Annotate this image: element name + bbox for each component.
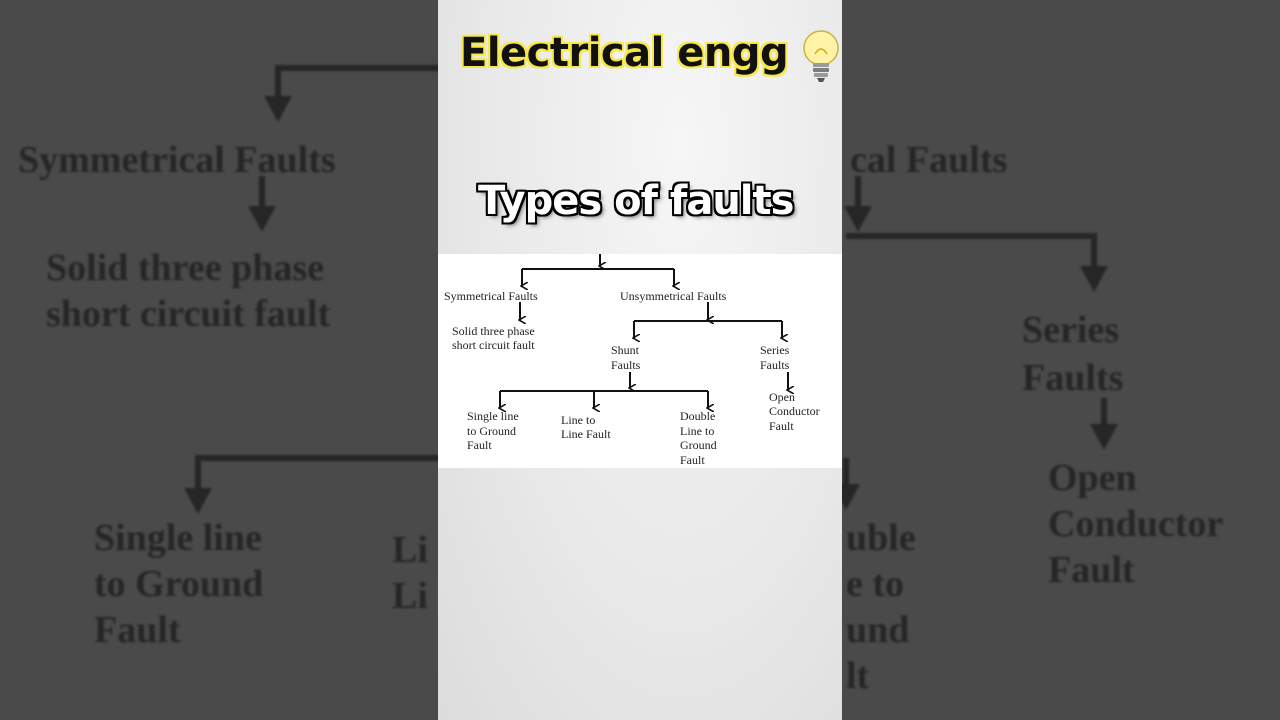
- fault-types-diagram: Symmetrical Faults Unsymmetrical Faults …: [438, 254, 842, 468]
- bg-dlg-text-3: und: [846, 609, 910, 651]
- unsymmetrical-faults-label: Unsymmetrical Faults: [620, 289, 727, 303]
- bg-slg-text-1: Single line: [94, 517, 262, 559]
- bg-slg-text-3: Fault: [94, 609, 181, 651]
- lightbulb-icon: [803, 30, 839, 82]
- oc-label-3: Fault: [769, 419, 794, 433]
- diagram-connectors: [438, 254, 842, 468]
- oc-label-1: Open: [769, 390, 795, 404]
- subtitle: Types of faults: [478, 178, 794, 224]
- video-frame: Electrical engg Types of faults: [438, 0, 842, 720]
- solid-fault-label-2: short circuit fault: [452, 338, 535, 352]
- ll-label-1: Line to: [561, 413, 596, 427]
- shunt-faults-label-1: Shunt: [611, 343, 640, 357]
- bg-oc-text-1: Open: [1048, 457, 1137, 499]
- bg-ll-text-1: Li: [392, 529, 428, 571]
- bg-dlg-text-2: e to: [846, 563, 905, 605]
- bg-unsym-text: cal Faults: [850, 139, 1008, 181]
- bg-dlg-text-1: uble: [846, 517, 916, 559]
- bg-solid-text-2: short circuit fault: [46, 293, 331, 335]
- bg-series-text-1: Series: [1022, 309, 1120, 351]
- slg-label-2: to Ground: [467, 424, 516, 438]
- bg-series-text-2: Faults: [1022, 357, 1124, 399]
- dlg-label-4: Fault: [680, 453, 705, 467]
- series-faults-label-2: Faults: [760, 358, 790, 372]
- slg-label-1: Single line: [467, 409, 519, 423]
- bg-symmetrical-text: Symmetrical Faults: [18, 139, 336, 181]
- ll-label-2: Line Fault: [561, 427, 611, 441]
- oc-label-2: Conductor: [769, 404, 820, 418]
- bg-dlg-text-4: lt: [846, 655, 870, 697]
- bg-solid-text-1: Solid three phase: [46, 247, 325, 289]
- bg-oc-text-2: Conductor: [1048, 503, 1224, 545]
- slg-label-3: Fault: [467, 438, 492, 452]
- page-title: Electrical engg: [460, 30, 789, 76]
- bg-ll-text-2: Li: [392, 575, 428, 617]
- symmetrical-faults-label: Symmetrical Faults: [444, 289, 538, 303]
- series-faults-label-1: Series: [760, 343, 790, 357]
- bg-slg-text-2: to Ground: [94, 563, 264, 605]
- dlg-label-1: Double: [680, 409, 716, 423]
- bg-oc-text-3: Fault: [1048, 549, 1135, 591]
- dlg-label-2: Line to: [680, 424, 715, 438]
- shunt-faults-label-2: Faults: [611, 358, 641, 372]
- dlg-label-3: Ground: [680, 438, 717, 452]
- solid-fault-label-1: Solid three phase: [452, 324, 535, 338]
